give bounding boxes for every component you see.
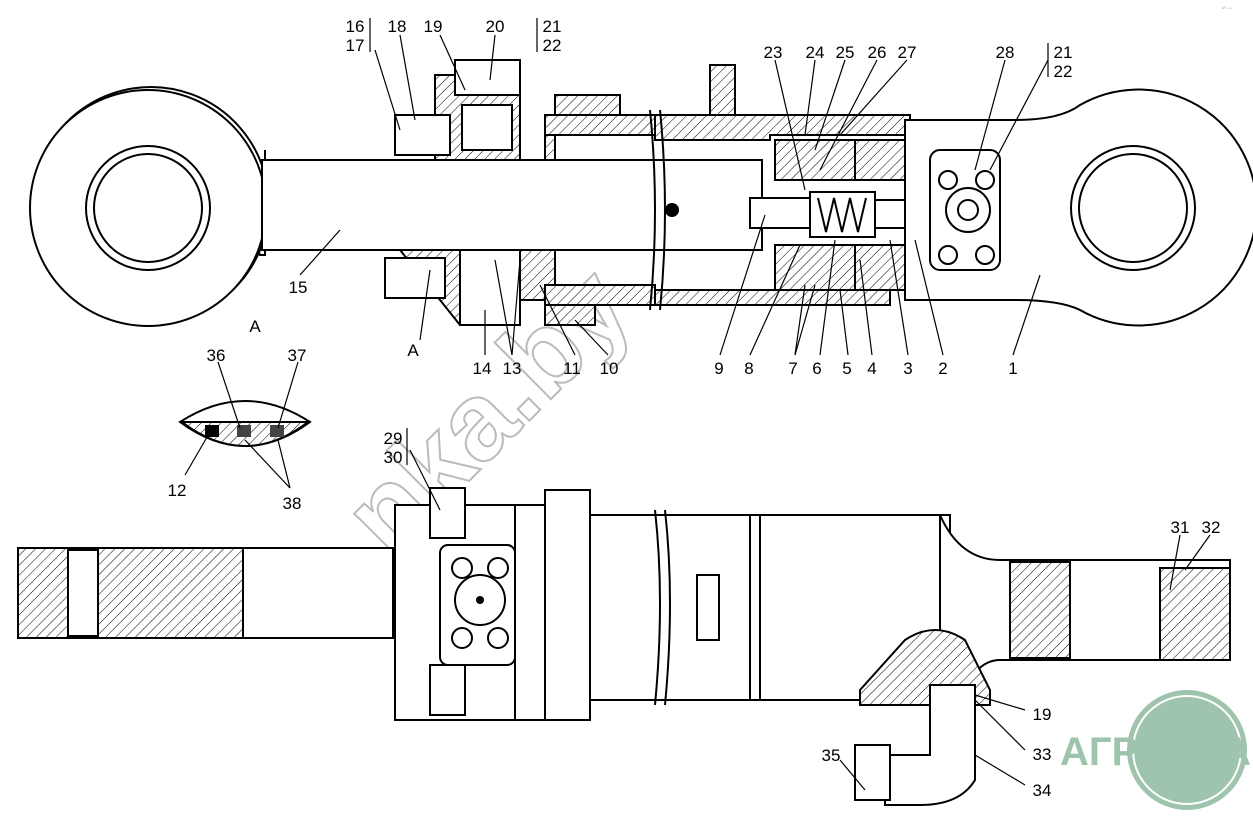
logo-text: АГРОНКА bbox=[1060, 730, 1251, 774]
label-8: 8 bbox=[744, 359, 753, 378]
label-21-top: 21 bbox=[543, 17, 562, 36]
label-24: 24 bbox=[806, 43, 825, 62]
part-labels: 16 17 18 19 20 21 22 23 24 25 26 27 28 2… bbox=[168, 17, 1221, 800]
label-13: 13 bbox=[503, 359, 522, 378]
label-37: 37 bbox=[288, 346, 307, 365]
label-31: 31 bbox=[1171, 518, 1190, 537]
label-35: 35 bbox=[822, 746, 841, 765]
label-33: 33 bbox=[1033, 745, 1052, 764]
label-34: 34 bbox=[1033, 781, 1052, 800]
label-38: 38 bbox=[283, 494, 302, 513]
top-cylinder-section bbox=[29, 59, 1253, 327]
label-21-right: 21 bbox=[1054, 43, 1073, 62]
label-29: 29 bbox=[384, 429, 403, 448]
leader-lines bbox=[184, 18, 1211, 791]
corner-mark: ᵊ⁰ ▫▫▫ bbox=[1222, 6, 1233, 12]
label-7: 7 bbox=[788, 359, 797, 378]
label-12: 12 bbox=[168, 481, 187, 500]
label-3: 3 bbox=[903, 359, 912, 378]
label-6: 6 bbox=[812, 359, 821, 378]
bottom-cylinder-view bbox=[17, 487, 1231, 806]
label-26: 26 bbox=[868, 43, 887, 62]
label-9: 9 bbox=[714, 359, 723, 378]
label-27: 27 bbox=[898, 43, 917, 62]
label-30: 30 bbox=[384, 448, 403, 467]
label-28: 28 bbox=[996, 43, 1015, 62]
label-18: 18 bbox=[388, 17, 407, 36]
label-5: 5 bbox=[842, 359, 851, 378]
label-19-top: 19 bbox=[424, 17, 443, 36]
label-23: 23 bbox=[764, 43, 783, 62]
label-1: 1 bbox=[1008, 359, 1017, 378]
detail-a-view bbox=[178, 400, 312, 447]
label-a-marker: A bbox=[407, 341, 419, 360]
label-16: 16 bbox=[346, 17, 365, 36]
label-25: 25 bbox=[836, 43, 855, 62]
label-2: 2 bbox=[938, 359, 947, 378]
label-20: 20 bbox=[486, 17, 505, 36]
label-22-right: 22 bbox=[1054, 62, 1073, 81]
label-17: 17 bbox=[346, 36, 365, 55]
label-11: 11 bbox=[563, 359, 581, 378]
label-a-detail: A bbox=[249, 317, 261, 336]
label-4: 4 bbox=[867, 359, 876, 378]
label-10: 10 bbox=[600, 359, 619, 378]
agronka-logo: АГРОНКА bbox=[1060, 690, 1251, 810]
label-36: 36 bbox=[207, 346, 226, 365]
label-22-top: 22 bbox=[543, 36, 562, 55]
label-15: 15 bbox=[289, 278, 308, 297]
label-19-bottom: 19 bbox=[1033, 705, 1052, 724]
label-14: 14 bbox=[473, 359, 492, 378]
label-32: 32 bbox=[1202, 518, 1221, 537]
